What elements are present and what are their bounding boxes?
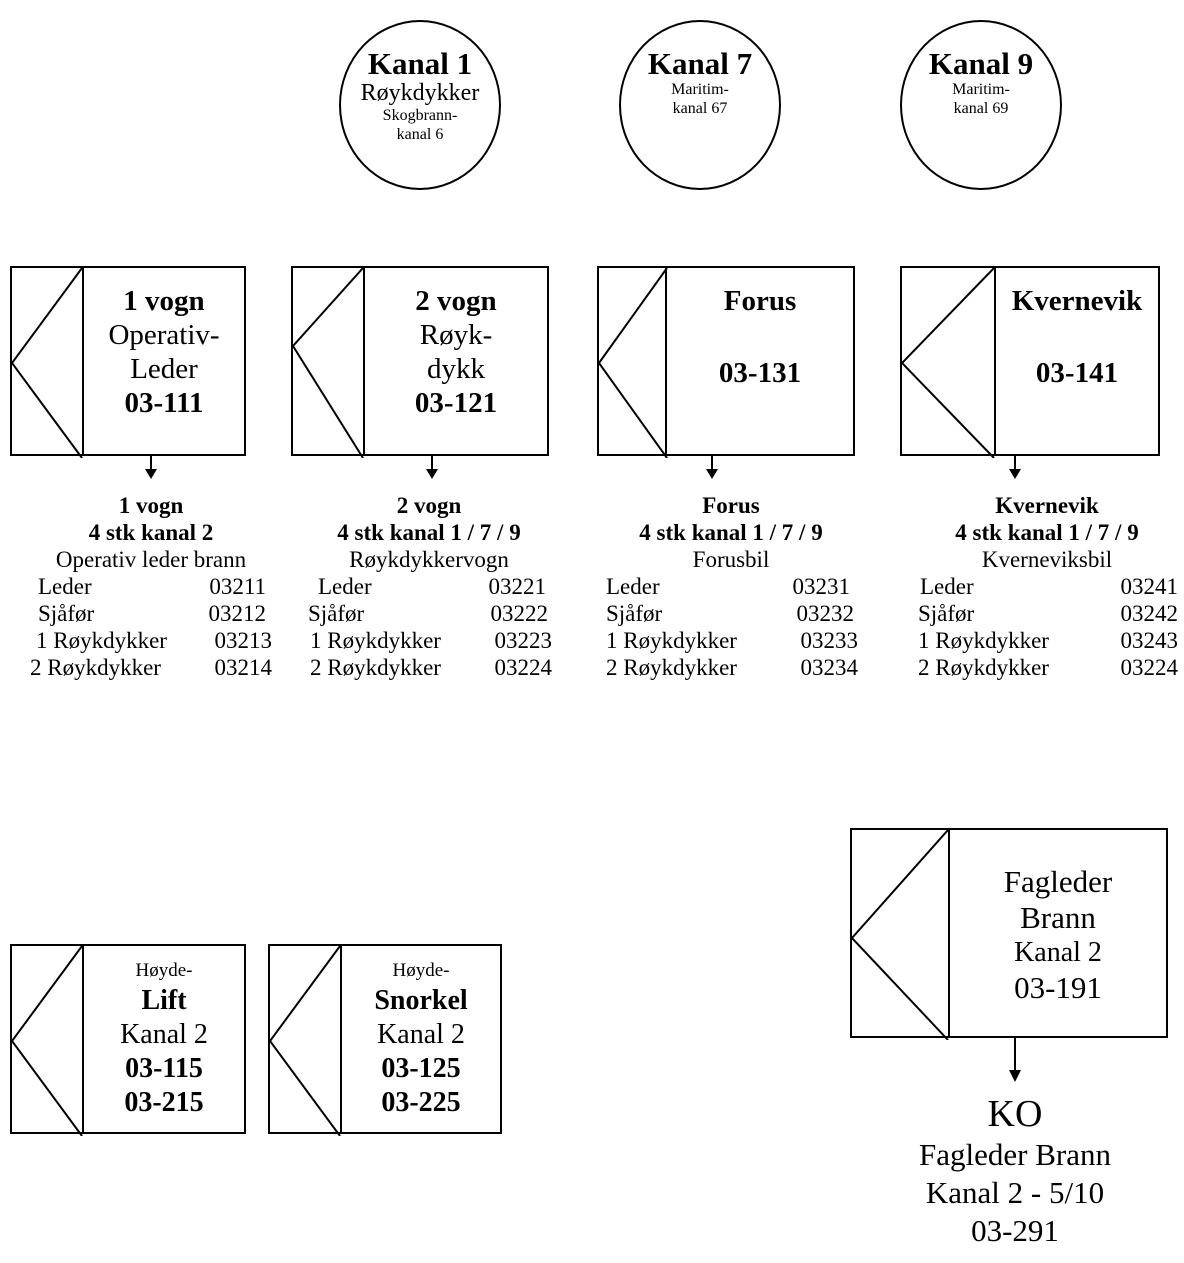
height-unit-prefix: Høyde- bbox=[392, 960, 450, 981]
unit-name: Operativ leder brann bbox=[55, 547, 247, 572]
arrow-down-icon bbox=[1009, 1038, 1021, 1082]
unit-list-forus: Forus 4 stk kanal 1 / 7 / 9 Forusbil Led… bbox=[604, 492, 858, 681]
height-unit-channel: Kanal 2 bbox=[377, 1019, 465, 1050]
channel-line: kanal 67 bbox=[672, 100, 728, 117]
radio-triangle-icon bbox=[270, 946, 341, 1136]
unit-title: 2 vogn bbox=[396, 493, 462, 518]
unit-subtitle: 4 stk kanal 1 / 7 / 9 bbox=[337, 520, 521, 545]
height-unit-code: 03-125 bbox=[381, 1053, 461, 1084]
vehicle-box-1: 1 vogn Operativ- Leder 03-111 bbox=[10, 266, 246, 458]
vehicle-name: 2 vogn bbox=[415, 285, 497, 317]
unit-subtitle: 4 stk kanal 1 / 7 / 9 bbox=[955, 520, 1139, 545]
vehicle-name: Forus bbox=[723, 285, 797, 317]
fagleder-title: Brann bbox=[1020, 900, 1096, 935]
height-unit-snorkel: Høyde- Snorkel Kanal 2 03-125 03-225 bbox=[268, 944, 502, 1136]
channel-circle-9: Kanal 9 Maritim- kanal 69 bbox=[900, 20, 1062, 190]
ko-block: KO Fagleder Brann Kanal 2 - 5/10 03-291 bbox=[850, 1092, 1180, 1250]
channel-line: Røykdykker bbox=[360, 80, 480, 106]
channel-line: kanal 69 bbox=[953, 100, 1009, 117]
unit-list-kvernevik: Kvernevik 4 stk kanal 1 / 7 / 9 Kvernevi… bbox=[916, 492, 1178, 681]
unit-list-1: 1 vogn 4 stk kanal 2 Operativ leder bran… bbox=[30, 492, 272, 681]
unit-list-2: 2 vogn 4 stk kanal 1 / 7 / 9 Røykdykkerv… bbox=[306, 492, 552, 681]
fagleder-code: 03-191 bbox=[1014, 970, 1102, 1005]
ko-role: Fagleder Brann bbox=[919, 1137, 1111, 1172]
radio-triangle-icon bbox=[852, 830, 949, 1040]
channel-line: Maritim- bbox=[952, 81, 1010, 98]
channel-circle-7: Kanal 7 Maritim- kanal 67 bbox=[619, 20, 781, 190]
arrow-down-icon bbox=[1009, 456, 1021, 479]
vehicle-box-forus: Forus 03-131 bbox=[597, 266, 855, 458]
arrow-down-icon bbox=[426, 456, 438, 479]
channel-line: Maritim- bbox=[671, 81, 729, 98]
vehicle-code: 03-131 bbox=[718, 357, 802, 389]
vehicle-role: Røyk- bbox=[419, 319, 493, 351]
fagleder-title: Fagleder bbox=[1003, 864, 1113, 899]
height-unit-name: Snorkel bbox=[374, 985, 468, 1016]
arrow-down-icon bbox=[706, 456, 718, 479]
channel-line: Skogbrann- bbox=[382, 107, 458, 124]
height-unit-channel: Kanal 2 bbox=[120, 1019, 208, 1050]
radio-triangle-icon bbox=[12, 946, 83, 1136]
unit-title: 1 vogn bbox=[118, 493, 184, 518]
radio-triangle-icon bbox=[293, 268, 364, 458]
fagleder-channel: Kanal 2 bbox=[1014, 937, 1102, 968]
vehicle-name: 1 vogn bbox=[123, 285, 205, 317]
unit-subtitle: 4 stk kanal 2 bbox=[88, 520, 214, 545]
channel-circle-1: Kanal 1 Røykdykker Skogbrann- kanal 6 bbox=[339, 20, 501, 190]
height-unit-code: 03-115 bbox=[125, 1053, 203, 1084]
vehicle-name: Kvernevik bbox=[1011, 285, 1143, 317]
vehicle-role: Leder bbox=[130, 353, 198, 385]
vehicle-box-kvernevik: Kvernevik 03-141 bbox=[900, 266, 1160, 458]
height-unit-code: 03-215 bbox=[124, 1087, 204, 1118]
radio-triangle-icon bbox=[12, 268, 83, 458]
height-unit-prefix: Høyde- bbox=[135, 960, 193, 981]
channel-line: kanal 6 bbox=[396, 126, 444, 143]
vehicle-code: 03-141 bbox=[1035, 357, 1119, 389]
vehicle-role: dykk bbox=[427, 353, 485, 385]
arrow-down-icon bbox=[145, 456, 157, 479]
unit-title: Kvernevik bbox=[995, 493, 1099, 518]
ko-title: KO bbox=[987, 1093, 1043, 1135]
channel-title: Kanal 1 bbox=[367, 46, 473, 81]
height-unit-code: 03-225 bbox=[381, 1087, 461, 1118]
vehicle-code: 03-111 bbox=[124, 387, 204, 419]
ko-channel: Kanal 2 - 5/10 bbox=[925, 1175, 1105, 1210]
unit-name: Forusbil bbox=[692, 547, 770, 572]
unit-subtitle: 4 stk kanal 1 / 7 / 9 bbox=[639, 520, 823, 545]
unit-title: Forus bbox=[702, 493, 760, 518]
radio-triangle-icon bbox=[902, 268, 995, 458]
ko-code: 03-291 bbox=[971, 1213, 1059, 1248]
vehicle-code: 03-121 bbox=[414, 387, 498, 419]
vehicle-box-2: 2 vogn Røyk- dykk 03-121 bbox=[291, 266, 549, 458]
unit-name: Røykdykkervogn bbox=[349, 547, 509, 572]
height-unit-lift: Høyde- Lift Kanal 2 03-115 03-215 bbox=[10, 944, 246, 1136]
channel-title: Kanal 9 bbox=[928, 46, 1034, 81]
vehicle-role: Operativ- bbox=[108, 319, 220, 351]
channel-title: Kanal 7 bbox=[647, 46, 753, 81]
unit-name: Kverneviksbil bbox=[981, 547, 1113, 572]
height-unit-name: Lift bbox=[141, 985, 187, 1016]
fagleder-box: Fagleder Brann Kanal 2 03-191 bbox=[850, 828, 1168, 1040]
radio-triangle-icon bbox=[599, 268, 668, 458]
